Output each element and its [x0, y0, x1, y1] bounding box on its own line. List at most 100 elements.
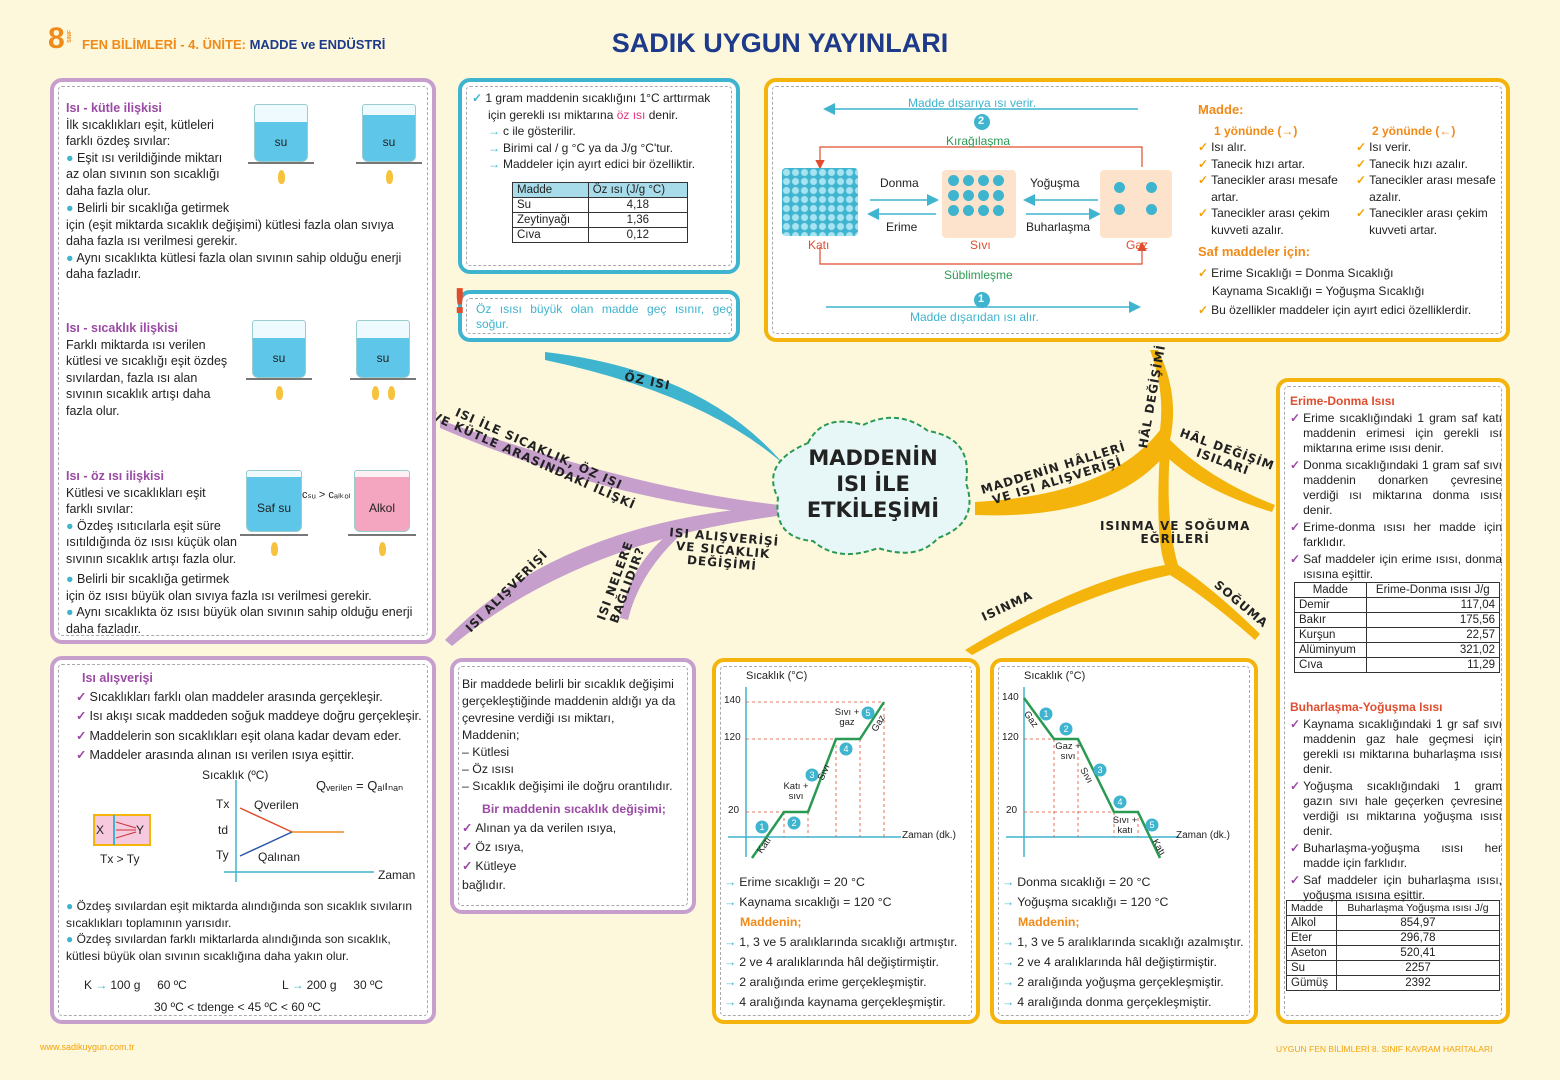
y-axis-label: Sıcaklık (°C): [1024, 670, 1086, 682]
x-axis-label: Zaman (dk.): [902, 830, 956, 841]
svg-text:4: 4: [1117, 797, 1122, 807]
svg-text:2: 2: [791, 818, 796, 828]
direction-one-icon: 1: [978, 293, 985, 305]
beaker-large: su: [362, 104, 416, 162]
note-box: Öz ısısı büyük olan madde geç ısınır, ge…: [458, 290, 740, 342]
tick-120: 120: [724, 732, 741, 743]
heat-relations-box: Isı - kütle ilişkisi İlk sıcaklıkları eş…: [50, 78, 436, 644]
stand-icon: [246, 378, 312, 380]
tick-140: 140: [724, 695, 741, 706]
tick-140: 140: [1002, 692, 1019, 703]
k-sample: K →100 g 60 ºC: [84, 978, 187, 992]
q-given-label: Qverilen: [254, 798, 299, 812]
flame-icon: [379, 542, 386, 556]
beaker-alcohol: Alkol: [354, 470, 410, 532]
beaker-small: su: [254, 104, 308, 162]
svg-text:1: 1: [1043, 709, 1048, 719]
stand-icon: [356, 162, 422, 164]
gas-particles: [1100, 170, 1172, 238]
stand-icon: [248, 162, 314, 164]
flame-icon: [386, 170, 393, 184]
region-gas-liquid: Gaz + sıvı: [1055, 741, 1081, 762]
body-x-label: X: [96, 823, 105, 837]
graph-x-label: Zaman: [378, 868, 416, 882]
direction-two-icon: 2: [978, 115, 985, 127]
ty-label: Ty: [216, 848, 229, 862]
beaker-pure-water: Saf su: [246, 470, 302, 532]
condensation-label: Yoğuşma: [1030, 176, 1080, 190]
region-liquid-solid: Sıvı + katı: [1112, 815, 1138, 836]
temperature-compare: Tx > Ty: [100, 852, 140, 866]
graph-y-label: Sıcaklık (ºC): [202, 768, 269, 782]
x-axis-label: Zaman (dk.): [1176, 830, 1230, 841]
melting-label: Erime: [886, 220, 918, 234]
beaker-one-flame: su: [252, 320, 306, 378]
region-solid-liquid: Katı + sıvı: [783, 781, 809, 802]
stand-icon: [350, 378, 416, 380]
tick-20: 20: [728, 805, 740, 816]
svg-text:5: 5: [865, 708, 870, 718]
grade-number: 8: [48, 22, 65, 55]
heat-dependence-box: Bir maddede belirli bir sıcaklık değişim…: [450, 658, 696, 914]
gas-label: Gaz: [1126, 238, 1149, 252]
specific-heat-box: ✓ 1 gram maddenin sıcaklığını 1°C arttır…: [458, 78, 740, 274]
stand-icon: [348, 534, 416, 536]
flame-icon: [388, 386, 395, 400]
evaporation-label: Buharlaşma: [1026, 220, 1091, 234]
equilibrium-inequality: 30 ºC < tdenge < 45 ºC < 60 ºC: [154, 1000, 321, 1014]
phase-change-heat-box: Erime-Donma Isısı ✓Erime sıcaklığındaki …: [1276, 378, 1510, 1024]
y-axis-label: Sıcaklık (°C): [746, 670, 808, 682]
heating-curve-chart: 1 2 3 4 5: [728, 687, 901, 859]
publisher-title: SADIK UYGUN YAYINLARI: [611, 28, 949, 58]
heat-exchange-graph: [93, 780, 374, 882]
heat-absorb-label: Madde dışarıdan ısı alır.: [910, 310, 1039, 324]
td-label: td: [218, 823, 229, 837]
sublimation-label: Süblimleşme: [944, 268, 1013, 282]
flame-icon: [372, 386, 379, 400]
heat-balance-equation: Qᵥₑᵣᵢₗₑₙ = Qₐₗıₙₐₙ: [316, 778, 404, 793]
heat-exchange-box: Isı alışverişi ✓Sıcaklıkları farklı olan…: [50, 656, 436, 1024]
flame-icon: [276, 386, 283, 400]
flame-icon: [278, 170, 285, 184]
heat-release-label: Madde dışarıya ısı verir.: [908, 96, 1037, 110]
exclamation-icon: !: [452, 282, 468, 322]
svg-text:4: 4: [843, 744, 848, 754]
tx-label: Tx: [216, 797, 230, 811]
svg-text:2: 2: [1063, 724, 1068, 734]
center-cloud: [772, 416, 971, 556]
deposition-label: Kırağılaşma: [946, 134, 1011, 148]
body-y-label: Y: [136, 823, 145, 837]
svg-text:3: 3: [1097, 765, 1102, 775]
region-liquid-gas: Sıvı + gaz: [834, 707, 860, 728]
unit-heading: FEN BİLİMLERİ - 4. ÜNİTE: MADDE ve ENDÜS…: [82, 37, 386, 52]
series-title: UYGUN FEN BİLİMLERİ 8. SINIF KAVRAM HARİ…: [1276, 1044, 1493, 1054]
solid-particles: [782, 168, 858, 236]
website-link[interactable]: www.sadikuygun.com.tr: [40, 1042, 135, 1052]
liquid-particles: [942, 170, 1016, 238]
beaker-two-flames: su: [356, 320, 410, 378]
svg-text:1: 1: [759, 822, 764, 832]
liquid-label: Sıvı: [970, 238, 991, 252]
freezing-label: Donma: [880, 176, 919, 190]
svg-text:3: 3: [809, 770, 814, 780]
